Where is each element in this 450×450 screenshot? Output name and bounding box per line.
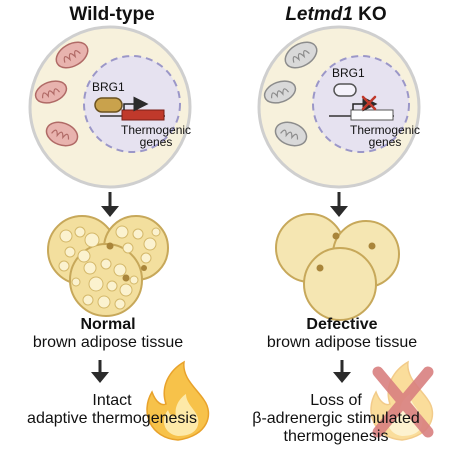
- flow-arrows: [98, 192, 344, 374]
- knockout-outcome-label: Loss of β-adrenergic stimulated thermoge…: [252, 392, 420, 446]
- defective-brown-adipose-tissue: [275, 213, 400, 321]
- wildtype-title: Wild-type: [69, 4, 155, 25]
- wildtype-mitochondrion: [55, 41, 89, 69]
- knockout-genes-line2: genes: [368, 135, 402, 149]
- wildtype-tissue-line1: Normal: [80, 316, 136, 333]
- knockout-outcome-line1: Loss of: [310, 392, 362, 409]
- knockout-tissue-line1: Defective: [306, 316, 378, 333]
- knockout-brg1-protein: [333, 83, 357, 97]
- wildtype-genes-line1: Thermogenic: [121, 123, 192, 137]
- normal-brown-adipose-tissue: [47, 215, 169, 317]
- wildtype-brg1-protein: [94, 97, 123, 113]
- knockout-mitochondrion: [274, 121, 308, 147]
- knockout-outcome-line3: thermogenesis: [283, 428, 389, 445]
- knockout-tissue-label: Defective brown adipose tissue: [267, 316, 417, 352]
- knockout-brg1-label: BRG1: [332, 66, 365, 80]
- knockout-genes-label: Thermogenic genes: [350, 124, 420, 148]
- wildtype-tissue-line2: brown adipose tissue: [32, 334, 184, 351]
- knockout-title-suffix: KO: [352, 4, 387, 25]
- wildtype-mitochondrion: [45, 121, 79, 147]
- wildtype-outcome-label: Intact adaptive thermogenesis: [27, 392, 197, 428]
- wildtype-thermogenic-gene: [121, 109, 165, 121]
- wildtype-outcome-line1: Intact: [92, 392, 132, 409]
- knockout-cell: [257, 25, 421, 189]
- wildtype-cell: [28, 25, 192, 189]
- knockout-mitochondrion: [263, 80, 297, 104]
- intact-thermogenesis-flame-icon: [146, 360, 210, 441]
- knockout-title: Letmd1 KO: [285, 4, 386, 26]
- wildtype-brg1-label: BRG1: [92, 80, 125, 94]
- knockout-thermogenic-gene: [350, 109, 394, 121]
- wildtype-tissue-label: Normal brown adipose tissue: [33, 316, 183, 352]
- knockout-gene-name: Letmd1: [285, 4, 353, 25]
- wildtype-genes-line2: genes: [139, 135, 173, 149]
- flow-arrowheads: [91, 206, 351, 383]
- knockout-tissue-line2: brown adipose tissue: [266, 334, 418, 351]
- knockout-genes-line1: Thermogenic: [350, 123, 421, 137]
- knockout-outcome-line2: β-adrenergic stimulated: [252, 410, 420, 427]
- wildtype-outcome-line2: adaptive thermogenesis: [27, 410, 197, 427]
- knockout-mitochondrion: [284, 41, 318, 69]
- wildtype-genes-label: Thermogenic genes: [121, 124, 191, 148]
- transcription-blocked-icon: [361, 95, 377, 111]
- blocked-cross-icon: [372, 366, 434, 438]
- wildtype-mitochondrion: [34, 80, 68, 104]
